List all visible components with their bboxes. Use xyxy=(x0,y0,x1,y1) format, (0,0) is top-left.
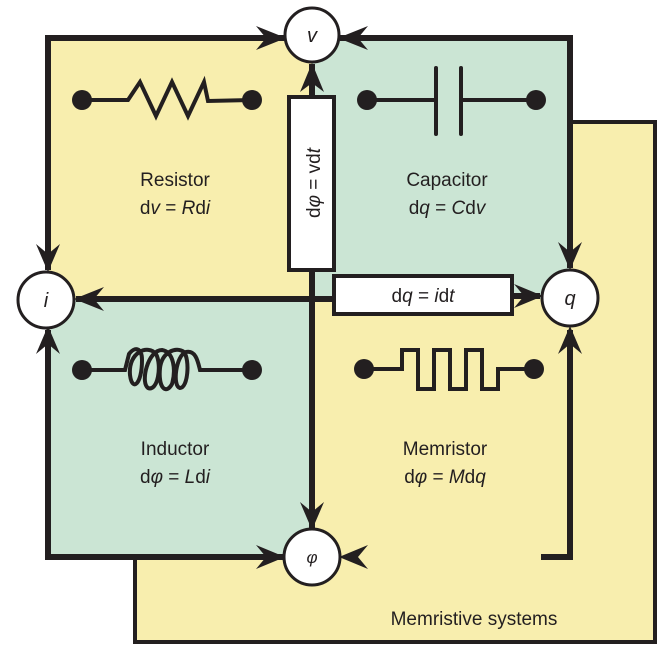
resistor-equation: dv = Rdi xyxy=(140,198,211,219)
arrow-to-v-left xyxy=(256,26,286,50)
arrowheads xyxy=(36,26,582,569)
inductor-name: Inductor xyxy=(141,439,210,460)
memristor-frame xyxy=(541,330,573,560)
node-i: i xyxy=(16,270,76,330)
capacitor-quadrant xyxy=(312,38,570,299)
memristor-quadrant xyxy=(312,299,570,557)
node-phi-label: φ xyxy=(306,548,317,567)
arrow-to-i-right xyxy=(74,287,104,311)
capacitor-name: Capacitor xyxy=(406,170,488,191)
arrow-to-q-bottom xyxy=(558,326,582,354)
flux-relation-label: dφ = vdt xyxy=(304,147,325,218)
arrow-to-phi-top xyxy=(300,502,324,530)
inductor-quadrant xyxy=(48,299,312,557)
inductor-icon xyxy=(72,347,262,392)
node-v-label: v xyxy=(307,25,318,47)
arrow-to-i-bottom xyxy=(36,326,60,354)
arrow-to-phi-right xyxy=(339,545,368,569)
memristive-systems-label: Memristive systems xyxy=(391,609,558,630)
node-q: q xyxy=(540,268,600,328)
resistor-name: Resistor xyxy=(140,170,210,191)
node-v: v xyxy=(283,6,341,64)
node-q-label: q xyxy=(564,288,575,310)
arrow-to-phi-left xyxy=(256,545,285,569)
arrow-to-i-top xyxy=(36,244,60,272)
node-phi: φ xyxy=(282,527,342,587)
resistor-quadrant xyxy=(48,38,312,299)
resistor-icon xyxy=(72,75,262,121)
arrow-to-v-right xyxy=(338,26,368,50)
inductor-equation: dφ = Ldi xyxy=(140,467,211,488)
flux-relation-box: dφ = vdt xyxy=(287,95,336,272)
resistor-frame xyxy=(45,35,285,270)
capacitor-label: Capacitor dq = Cdv xyxy=(406,170,488,219)
arrow-to-q-left xyxy=(514,284,543,308)
memristor-label: Memristor dφ = Mdq xyxy=(403,439,488,488)
arrow-to-v-bottom xyxy=(300,63,324,92)
resistor-label: Resistor dv = Rdi xyxy=(140,170,211,219)
node-i-label: i xyxy=(44,290,49,312)
inductor-label: Inductor dφ = Ldi xyxy=(140,439,211,488)
capacitor-icon xyxy=(357,66,546,136)
capacitor-equation: dq = Cdv xyxy=(409,198,487,219)
arrow-to-q-top xyxy=(558,242,582,270)
memristor-equation: dφ = Mdq xyxy=(404,467,486,488)
memristor-name: Memristor xyxy=(403,439,488,460)
inductor-frame xyxy=(45,330,283,560)
capacitor-frame xyxy=(340,35,573,268)
charge-relation-label: dq = idt xyxy=(392,286,456,307)
memristor-icon xyxy=(354,348,544,391)
charge-relation-box: dq = idt xyxy=(332,274,514,316)
